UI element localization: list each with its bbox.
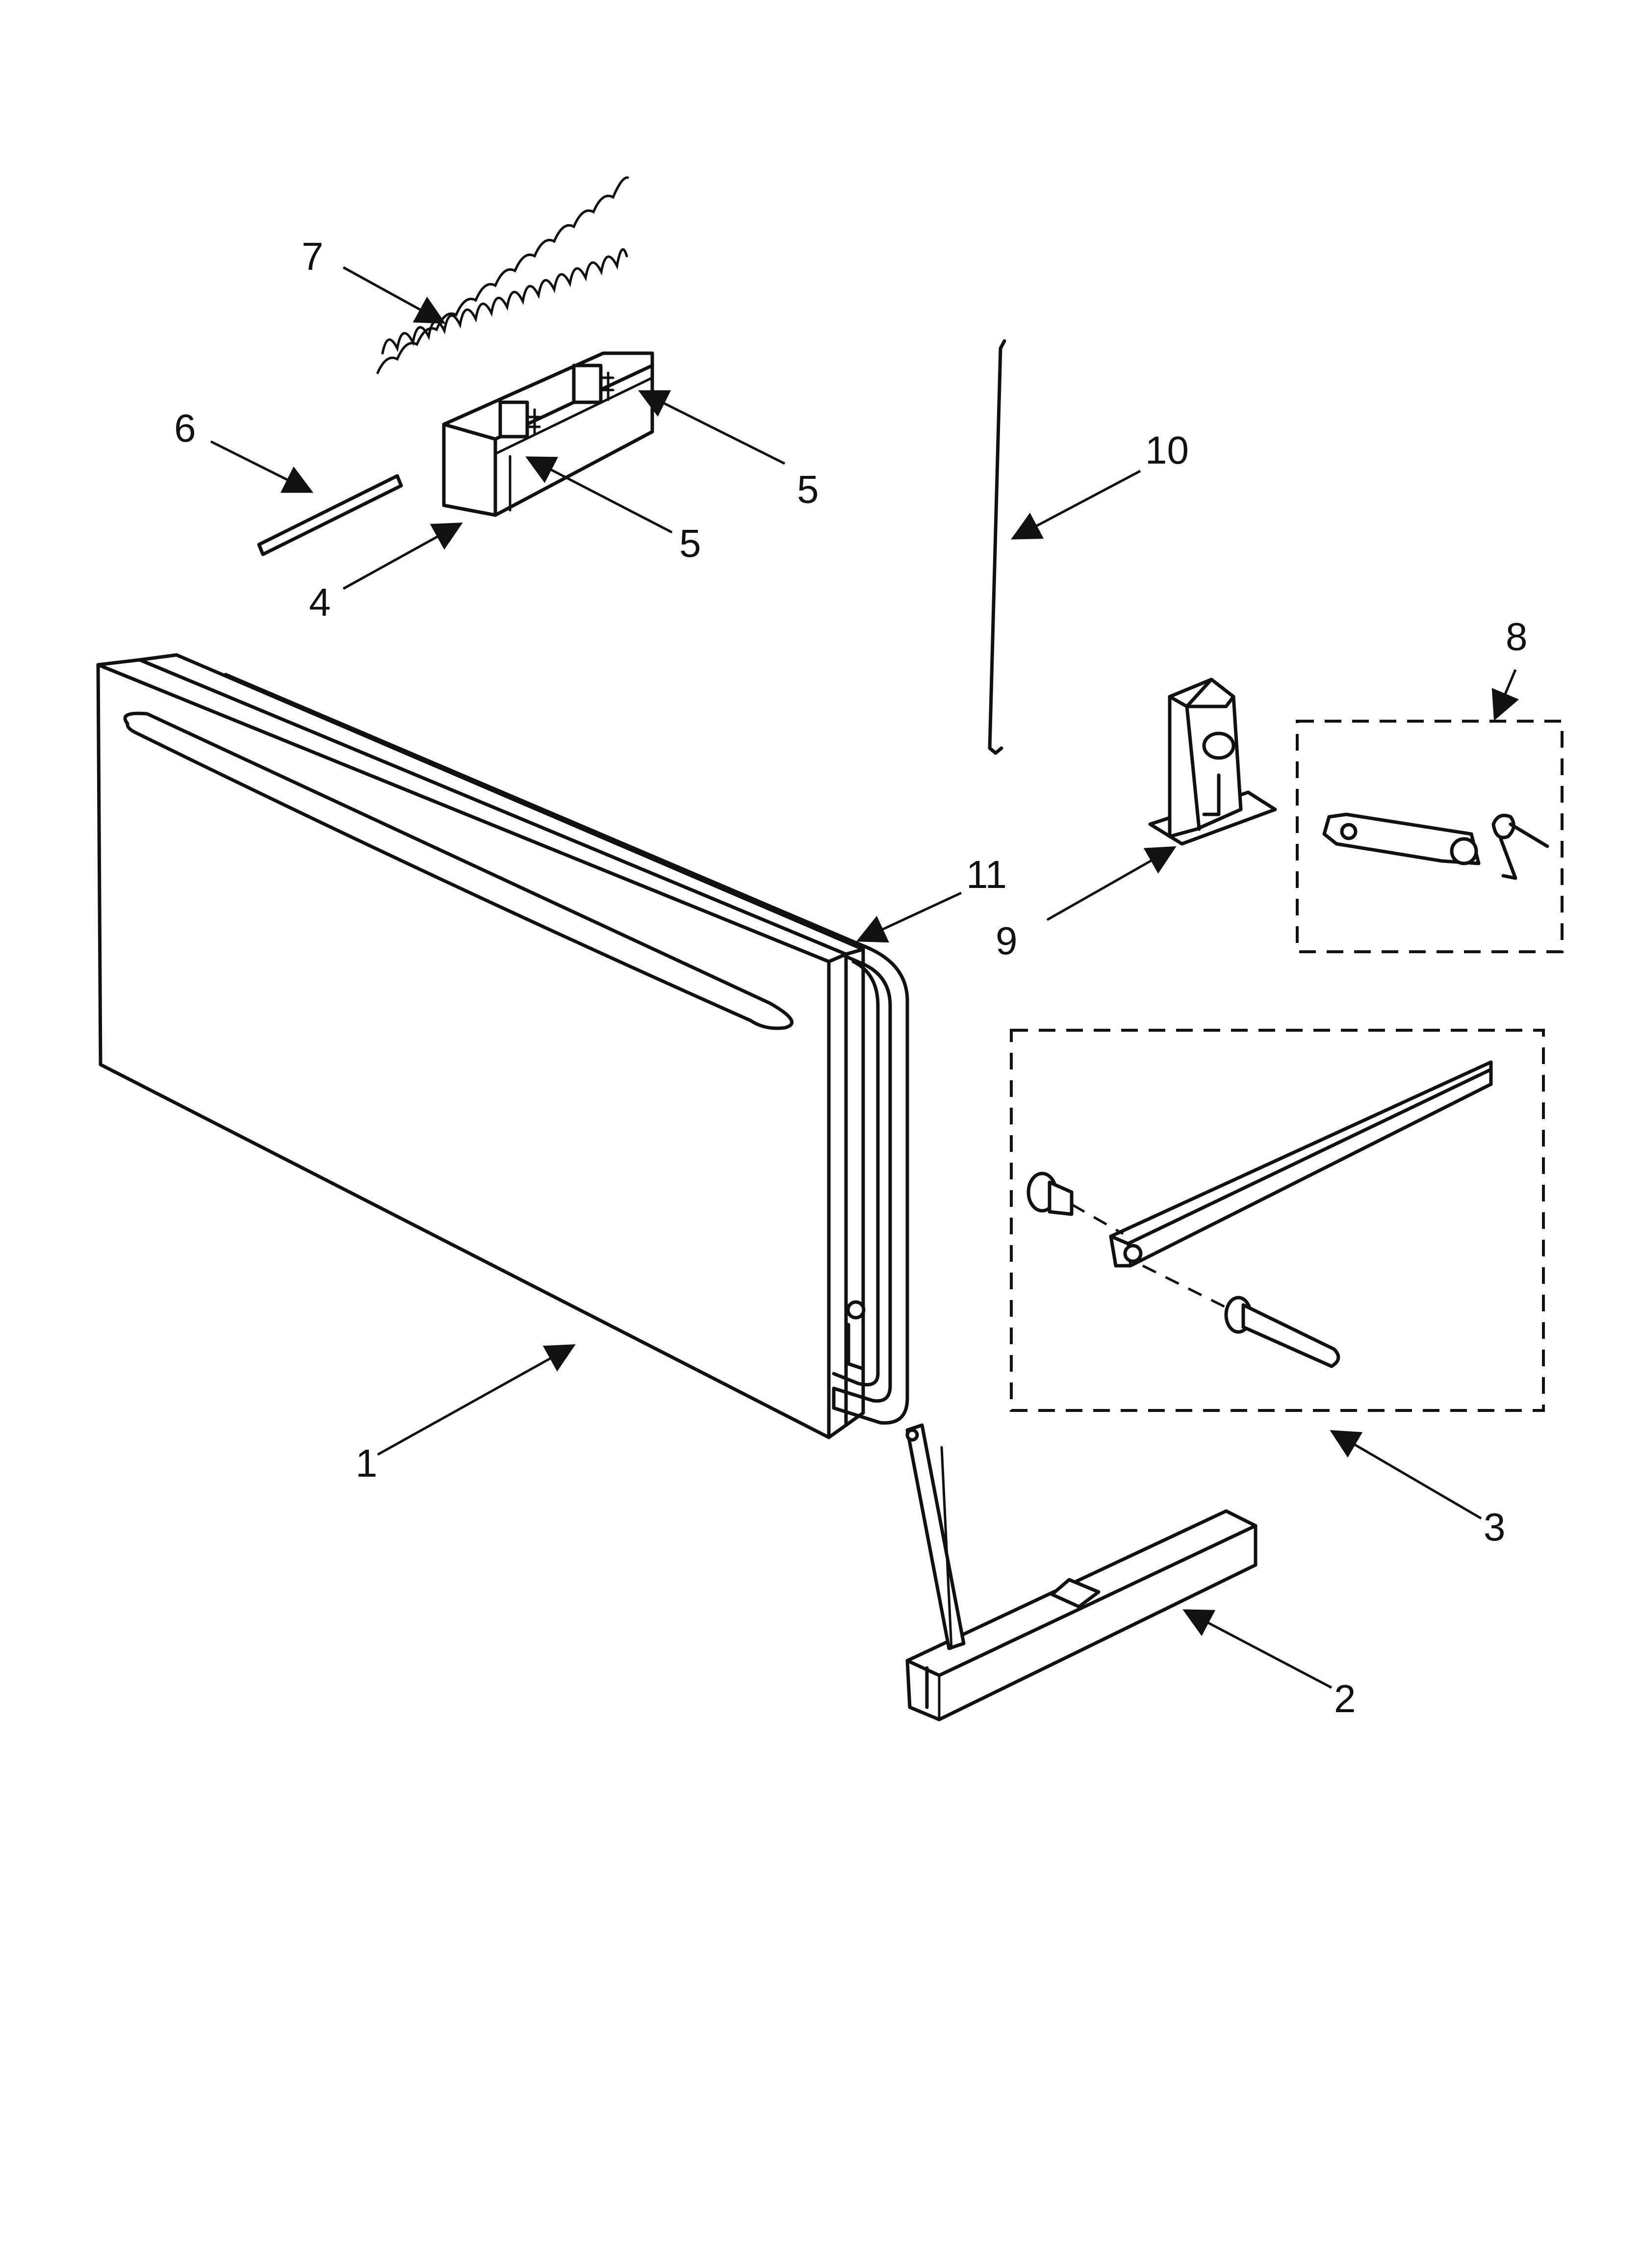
callout-11: 11 [966,853,1007,896]
part-3-axis-lower [1142,1264,1232,1311]
callout-10: 10 [1145,428,1189,472]
callout-5b: 5 [797,468,819,511]
part-11-gasket [224,673,909,1425]
callout-5a: 5 [679,521,701,565]
leader-10 [1011,469,1141,540]
part-5-switch-left [498,400,541,439]
part-8-spring [1491,813,1549,880]
callout-8: 8 [1506,615,1528,658]
callout-3: 3 [1484,1505,1506,1549]
callout-4: 4 [309,580,331,624]
callout-6: 6 [174,406,196,450]
part-4-switch-housing [442,351,654,517]
leader-4 [342,522,463,590]
callout-7: 7 [302,235,324,278]
part-3-axis-upper [1071,1203,1124,1235]
leader-lines [210,266,1519,1689]
leader-1 [377,1344,576,1456]
leader-7 [342,266,446,324]
callout-9: 9 [996,919,1018,963]
callout-1: 1 [356,1441,378,1485]
leader-11 [856,891,962,943]
part-9-bracket [1148,678,1277,846]
leader-5a [525,456,673,534]
part-7-spring [376,176,629,374]
leader-5b [638,390,786,465]
leader-9 [1046,846,1177,921]
part-6-strip [257,474,403,556]
part-8-arm [1322,812,1481,865]
part-3-bushing [1026,1172,1074,1216]
part-3-pin [1224,1296,1340,1368]
leader-3 [1330,1430,1482,1520]
part-3-kit-box [1010,1029,1545,1412]
leader-6 [210,440,313,493]
part-3-rail [1109,1060,1493,1268]
part-5-switch-right [572,364,615,404]
callout-2: 2 [1334,1677,1356,1721]
part-1-drawer-front [96,653,866,1439]
part-2-slide-bracket [905,1423,1257,1721]
part-10-rod [988,339,1006,755]
leader-8 [1491,669,1519,721]
leader-2 [1182,1609,1333,1689]
